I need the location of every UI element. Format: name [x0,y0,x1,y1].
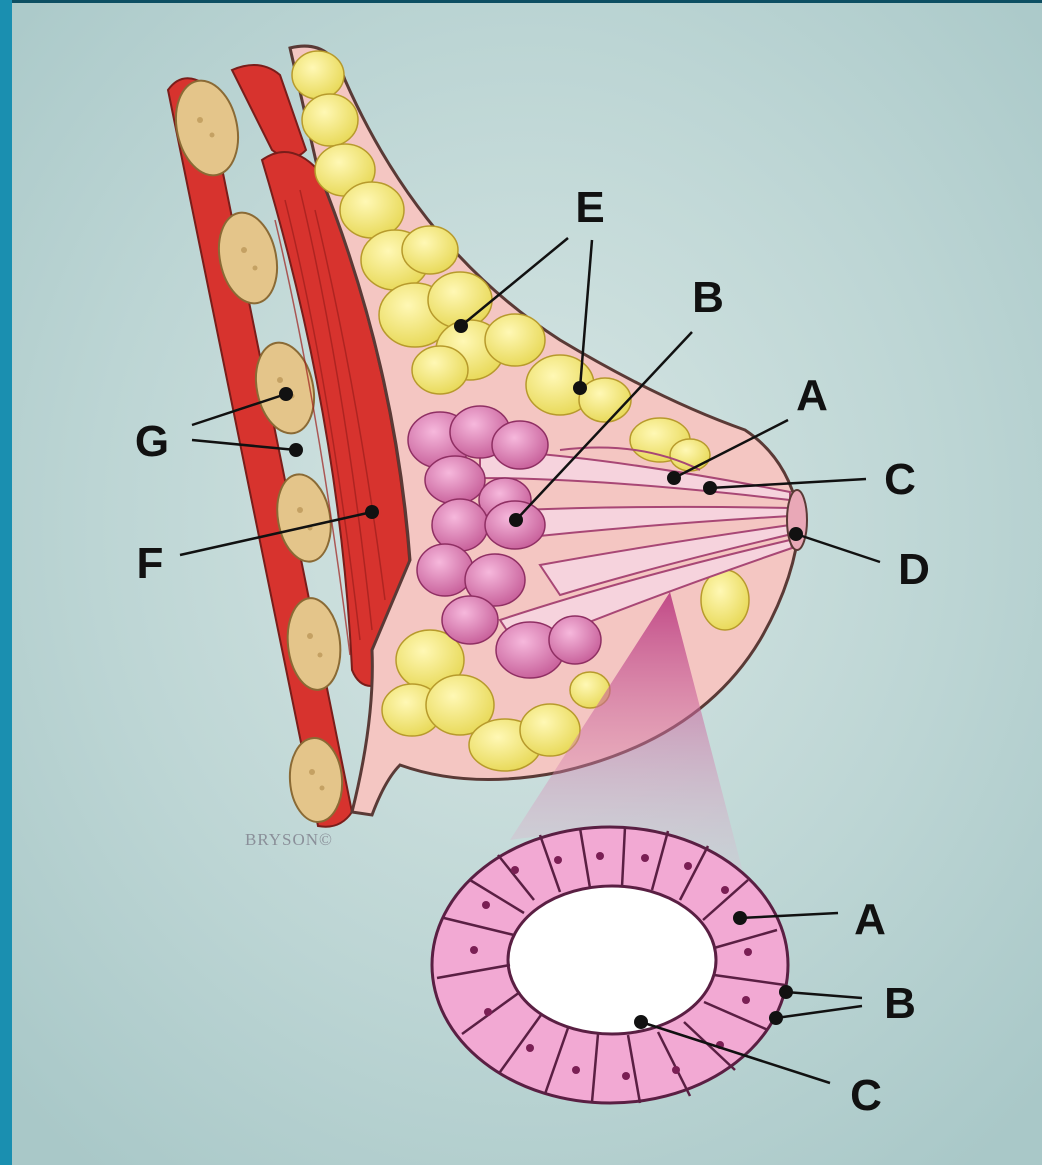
inset-label-b: B [884,979,916,1028]
inset-label-c: C [850,1071,882,1120]
label-f: F [137,539,164,588]
label-g: G [135,417,169,466]
label-a: A [796,371,828,420]
inset-label-a: A [854,895,886,944]
label-d: D [898,545,930,594]
label-e: E [575,183,604,232]
nipple [787,490,807,550]
duct-cross-section [432,827,788,1103]
label-b: B [692,273,724,322]
label-c: C [884,455,916,504]
artist-signature: BRYSON© [245,830,333,849]
